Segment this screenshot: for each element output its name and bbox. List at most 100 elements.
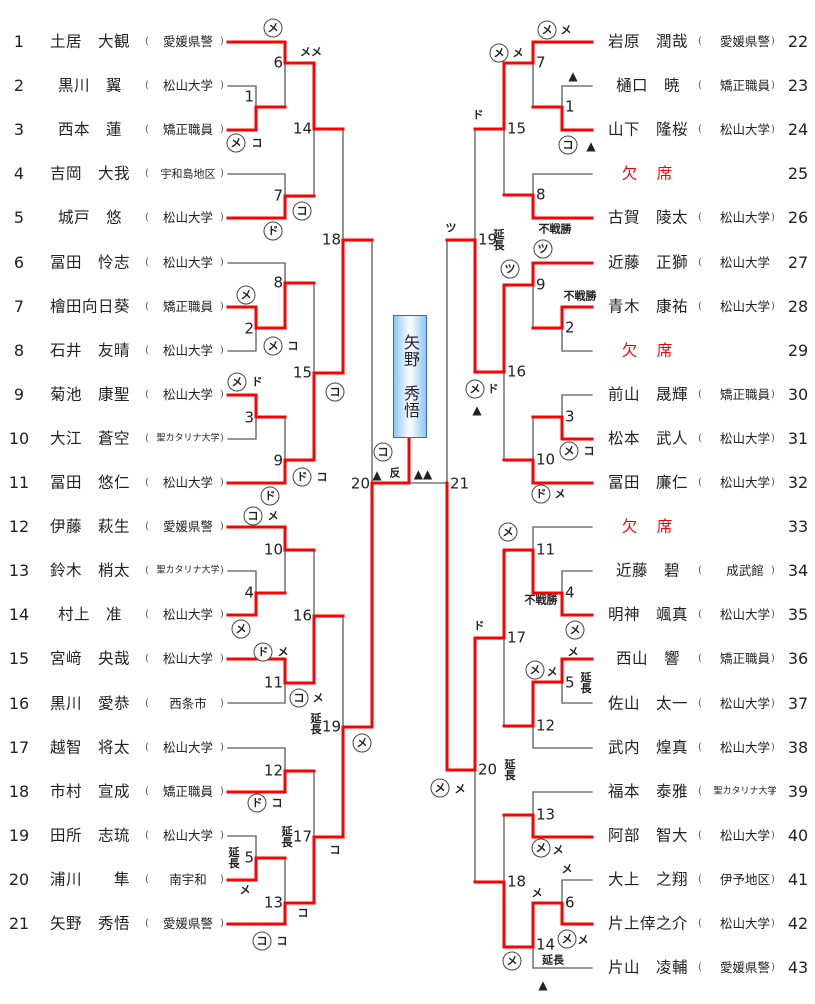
player-team: 松山大学	[719, 298, 771, 314]
point-mark-circled: ド	[247, 793, 267, 813]
player-number: 34	[787, 561, 809, 581]
player-number: 17	[8, 737, 30, 757]
player-team: 矯正職員	[162, 783, 214, 799]
paren-open: (	[145, 80, 149, 92]
match-label: 15	[292, 363, 312, 382]
match-label: 8	[536, 185, 546, 204]
match-label: 4	[244, 583, 254, 602]
player-number: 35	[787, 605, 809, 625]
match-label: 21	[450, 474, 470, 493]
bracket-line-loser	[227, 262, 286, 284]
player-name: 冨田 悠仁	[49, 473, 131, 492]
match-label: 13	[263, 893, 283, 912]
player-team: 愛媛県警	[719, 33, 771, 49]
bracket-line-loser	[227, 85, 257, 108]
player-name: 阿部 智大	[607, 826, 689, 845]
player-team: 成武館	[726, 562, 764, 578]
point-mark: メ	[277, 645, 289, 659]
match-label: 15	[507, 119, 527, 138]
player-name: 西本 蓮	[57, 120, 123, 139]
paren-open: (	[145, 432, 149, 444]
absent-label: 欠 席	[621, 164, 675, 183]
player-team: 松山大学	[719, 121, 771, 137]
paren-open: (	[698, 565, 702, 577]
player-number: 12	[8, 517, 30, 537]
paren-open: (	[698, 124, 702, 136]
player-team: 矯正職員	[162, 121, 214, 137]
absent-label: 欠 席	[621, 340, 675, 359]
player-number: 39	[787, 781, 809, 801]
match-label: 3	[565, 407, 575, 426]
paren-close: )	[771, 873, 775, 885]
extra-time-mark: 延長	[542, 953, 564, 967]
point-mark-circled: メ	[531, 838, 551, 858]
paren-close: )	[771, 124, 775, 136]
player-number: 38	[787, 737, 809, 757]
point-mark: コ	[251, 136, 263, 150]
paren-open: (	[145, 565, 149, 577]
paren-close: )	[220, 212, 224, 224]
match-label: 8	[273, 273, 283, 292]
match-label: 13	[536, 805, 556, 824]
paren-open: (	[145, 521, 149, 533]
point-mark: ド	[473, 619, 485, 633]
bracket-line-loser	[532, 791, 593, 816]
bracket-line-winner	[502, 458, 594, 485]
player-number: 5	[13, 208, 25, 228]
player-team: 松山大学	[719, 430, 771, 446]
player-team: 西条市	[169, 695, 207, 711]
match-label: 19	[478, 230, 498, 249]
match-label: 18	[507, 872, 527, 891]
player-number: 23	[787, 76, 809, 96]
paren-open: (	[698, 962, 702, 974]
paren-open: (	[698, 388, 702, 400]
penalty-triangle-icon: ▲	[372, 468, 382, 482]
player-team: 聖カタリナ大学	[713, 786, 777, 797]
player-team: 伊予地区	[719, 871, 771, 887]
extra-time-mark: 延長	[310, 712, 322, 736]
player-name: 浦川 隼	[49, 870, 131, 889]
paren-close: )	[220, 785, 224, 797]
match-label: 18	[321, 230, 341, 249]
match-label: 14	[292, 119, 312, 138]
paren-close: )	[771, 785, 775, 797]
paren-open: (	[698, 256, 702, 268]
match-label: 2	[565, 318, 575, 337]
bracket-line-loser	[227, 835, 257, 859]
match-label: 12	[536, 716, 556, 735]
point-mark: メ	[560, 23, 572, 37]
bracket-line-loser	[561, 327, 593, 352]
player-team: 松山大学	[162, 827, 214, 843]
player-number: 31	[787, 428, 809, 448]
player-name: 宮﨑 央哉	[49, 649, 131, 668]
paren-close: )	[220, 829, 224, 841]
player-team: 愛媛県警	[162, 915, 214, 931]
player-name: 大江 蒼空	[49, 429, 131, 448]
player-team: 松山大学	[162, 210, 214, 226]
player-name: 片山 凌輔	[607, 958, 689, 977]
player-number: 11	[8, 473, 30, 492]
point-mark: コ	[276, 934, 288, 948]
point-mark: メ	[267, 509, 279, 523]
point-mark: ド	[487, 382, 499, 396]
paren-close: )	[771, 80, 775, 92]
bracket-line-loser	[561, 681, 593, 704]
player-number: 22	[787, 32, 809, 51]
bracket-line-winner	[445, 238, 594, 374]
point-mark: メ	[454, 782, 466, 796]
player-number: 26	[787, 208, 809, 228]
match-label: 5	[565, 673, 575, 692]
point-mark-circled: コ	[373, 442, 393, 462]
player-number: 10	[8, 428, 30, 448]
paren-open: (	[698, 212, 702, 224]
point-mark-circled: ツ	[533, 239, 553, 259]
point-mark-circled: コ	[325, 382, 345, 402]
bracket-line-loser	[561, 570, 593, 594]
match-label: 3	[244, 408, 254, 427]
point-mark-circled: コ	[243, 506, 263, 526]
player-number: 42	[787, 914, 809, 933]
match-label: 11	[263, 673, 283, 692]
point-mark-circled: メ	[227, 372, 247, 392]
player-team: 松山大学	[719, 827, 771, 843]
